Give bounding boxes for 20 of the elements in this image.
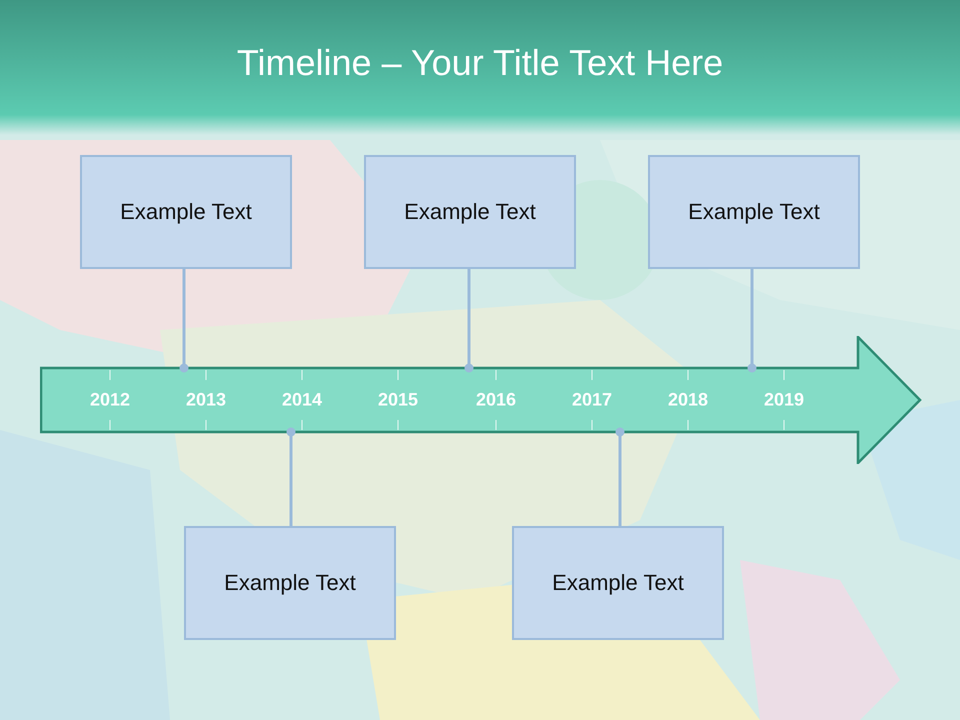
timeline-arrow xyxy=(40,336,922,464)
title: Timeline – Your Title Text Here xyxy=(236,42,724,84)
year-label: 2013 xyxy=(186,390,226,410)
text-box: Example Text xyxy=(648,155,860,269)
year-label: 2012 xyxy=(90,390,130,410)
leader-line xyxy=(464,269,474,372)
year-label: 2018 xyxy=(668,390,708,410)
text-box: Example Text xyxy=(364,155,576,269)
text-box: Example Text xyxy=(512,526,724,640)
year-label: 2014 xyxy=(282,390,322,410)
leader-line xyxy=(616,428,624,526)
leader-line xyxy=(748,269,756,372)
year-label: 2015 xyxy=(378,390,418,410)
year-label: 2019 xyxy=(764,390,804,410)
leader-line xyxy=(286,428,296,526)
leader-line xyxy=(180,269,188,372)
text-box: Example Text xyxy=(80,155,292,269)
year-label: 2017 xyxy=(572,390,612,410)
year-label: 2016 xyxy=(476,390,516,410)
text-box: Example Text xyxy=(184,526,396,640)
